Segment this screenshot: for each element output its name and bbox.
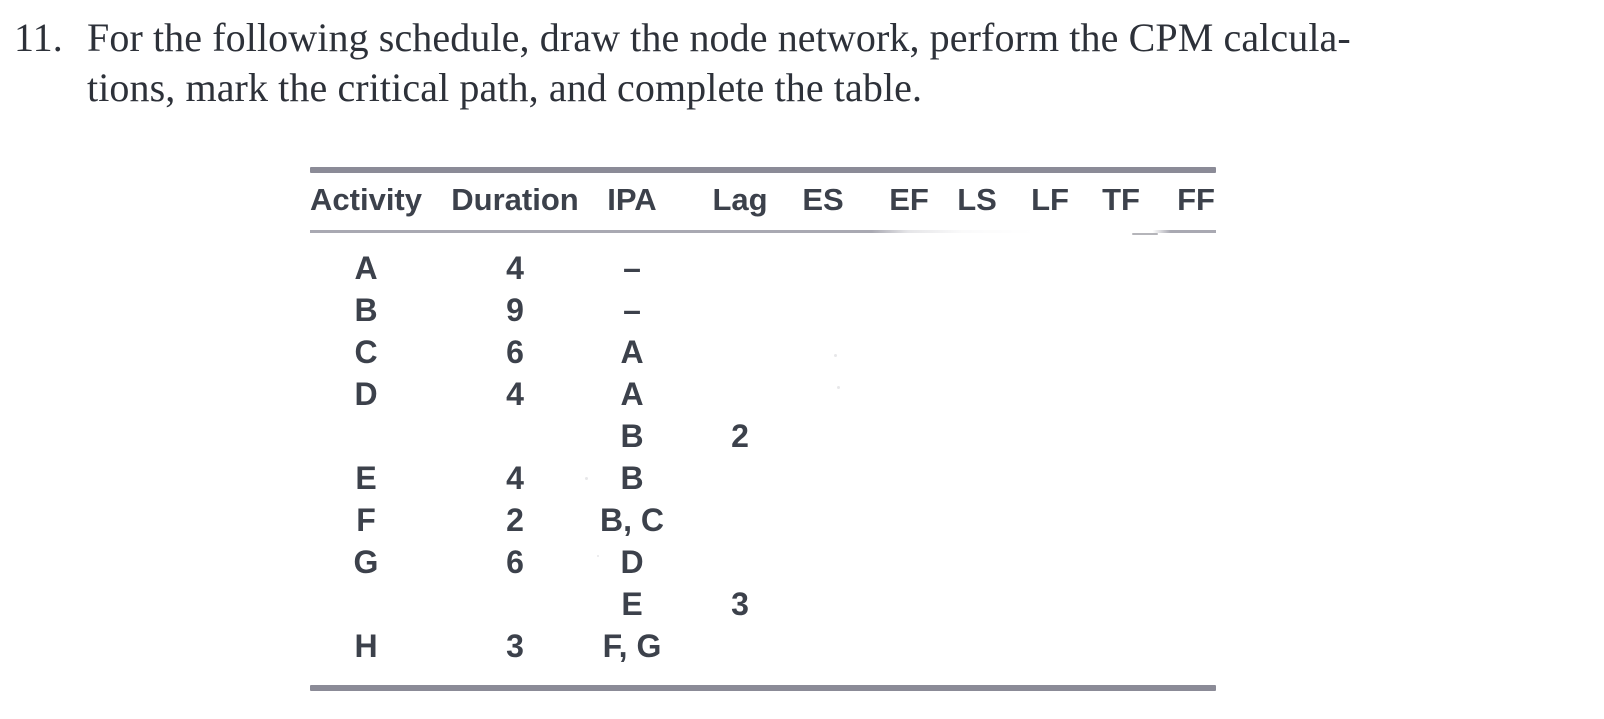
table-cell-ipa: A [620,334,644,370]
table-cell-activity: G [353,544,379,580]
column-header-duration: Duration [451,182,579,217]
table-cell-ipa: B, C [600,502,664,538]
question-number: 11. [14,15,63,60]
table-cell-activity: A [354,250,378,286]
column-header-lag: Lag [712,182,768,217]
table-cell-lag: 2 [731,418,749,454]
table-cell-ipa: A [620,376,644,412]
table-cell-duration: 3 [506,628,524,664]
table-cell-duration: 4 [506,460,524,496]
column-header-lf: LF [1031,182,1069,217]
table-cell-duration: 6 [506,334,524,370]
scan-speck [597,555,599,557]
table-cell-duration: 4 [506,250,524,286]
schedule-table: Activity Duration IPA Lag ES EF LS LF TF… [310,155,1216,697]
table-cell-ipa: E [621,586,643,622]
table-bottom-rule [310,685,1216,691]
table-cell-activity: E [355,460,377,496]
column-header-ef: EF [889,182,929,217]
table-cell-ipa: D [620,544,644,580]
table-cell-duration: 4 [506,376,524,412]
question-text-line-1: For the following schedule, draw the nod… [87,15,1351,60]
table-cell-ipa: – [623,250,641,286]
scan-speck [834,354,837,357]
table-cell-ipa: F, G [602,628,662,664]
column-header-es: ES [802,182,844,217]
column-header-ls: LS [957,182,997,217]
table-cell-activity: C [354,334,378,370]
table-cell-activity: B [354,292,378,328]
table-cell-ipa: B [620,418,644,454]
table-header-rule-artifact [1132,233,1158,235]
table-cell-activity: D [354,376,378,412]
scan-speck [585,477,588,480]
table-cell-duration: 9 [506,292,524,328]
table-cell-activity: H [354,628,378,664]
table-cell-duration: 6 [506,544,524,580]
question-text-line-2: tions, mark the critical path, and compl… [87,65,923,110]
table-header-rule [310,230,1216,233]
column-header-ipa: IPA [607,182,657,217]
scan-speck [837,386,840,389]
table-top-rule [310,167,1216,173]
table-cell-lag: 3 [731,586,749,622]
column-header-ff: FF [1177,182,1215,217]
column-header-tf: TF [1102,182,1140,217]
table-cell-ipa: B [620,460,644,496]
table-cell-duration: 2 [506,502,524,538]
column-header-activity: Activity [310,182,422,217]
table-cell-activity: F [356,502,376,538]
table-cell-ipa: – [623,292,641,328]
